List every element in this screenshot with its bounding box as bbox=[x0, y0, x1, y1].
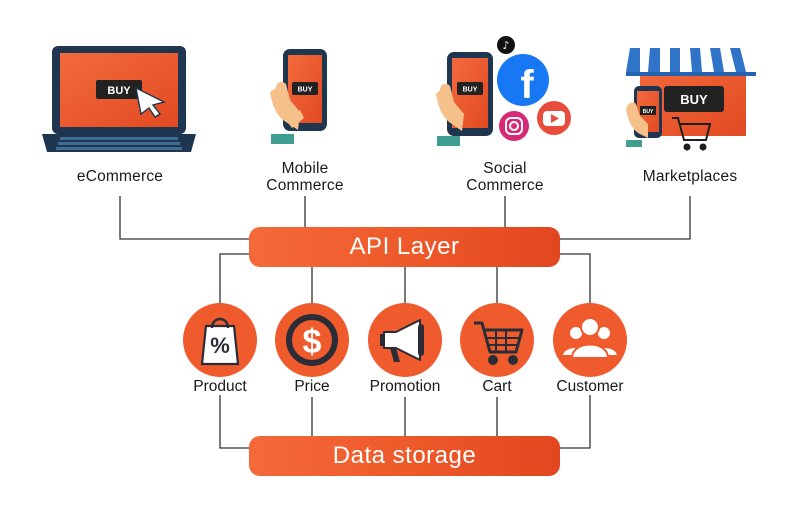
cursor-icon bbox=[135, 86, 166, 118]
data-storage-bar: Data storage bbox=[249, 436, 560, 476]
svg-text:f: f bbox=[520, 63, 534, 107]
api-layer-bar: API Layer bbox=[249, 227, 560, 267]
svg-text:BUY: BUY bbox=[463, 87, 478, 94]
storefront-icon: BUY BUY bbox=[626, 48, 756, 151]
dollar-coin-icon bbox=[286, 314, 338, 366]
tiktok-icon bbox=[497, 36, 515, 54]
svg-text:BUY: BUY bbox=[680, 92, 708, 107]
service-label-customer: Customer bbox=[556, 378, 624, 395]
buy-label: BUY bbox=[107, 85, 131, 97]
shopping-bag-icon bbox=[200, 317, 240, 366]
service-label-promotion: Promotion bbox=[369, 378, 441, 395]
service-product-circle: % bbox=[183, 303, 257, 377]
social-phone-icon: BUY ♪ f bbox=[436, 36, 571, 146]
shopping-cart-icon bbox=[474, 321, 524, 365]
marketplace-cart-icon bbox=[672, 117, 712, 151]
channel-label-marketplaces: Marketplaces bbox=[642, 168, 738, 185]
service-label-product: Product bbox=[193, 378, 247, 395]
service-cart-circle bbox=[460, 303, 534, 377]
service-price-circle: $ bbox=[275, 303, 349, 377]
instagram-icon bbox=[499, 111, 529, 141]
svg-text:BUY: BUY bbox=[298, 87, 313, 94]
service-label-price: Price bbox=[294, 378, 330, 395]
users-icon bbox=[560, 317, 620, 359]
service-customer-circle bbox=[553, 303, 627, 377]
mobile-phone-icon: BUY bbox=[270, 49, 327, 144]
svg-text:♪: ♪ bbox=[502, 39, 509, 52]
service-label-cart: Cart bbox=[482, 378, 512, 395]
channel-label-ecommerce: eCommerce bbox=[76, 168, 164, 185]
channel-label-social-commerce: Social Commerce bbox=[466, 160, 544, 194]
connector-lines bbox=[119, 196, 691, 449]
laptop-icon: BUY bbox=[42, 46, 196, 152]
megaphone-icon bbox=[380, 319, 424, 362]
service-promotion-circle bbox=[368, 303, 442, 377]
facebook-icon bbox=[497, 54, 549, 106]
percent-glyph: % bbox=[210, 333, 230, 358]
dollar-glyph: $ bbox=[303, 323, 322, 361]
svg-text:BUY: BUY bbox=[643, 109, 654, 115]
channel-label-mobile-commerce: Mobile Commerce bbox=[266, 160, 344, 194]
